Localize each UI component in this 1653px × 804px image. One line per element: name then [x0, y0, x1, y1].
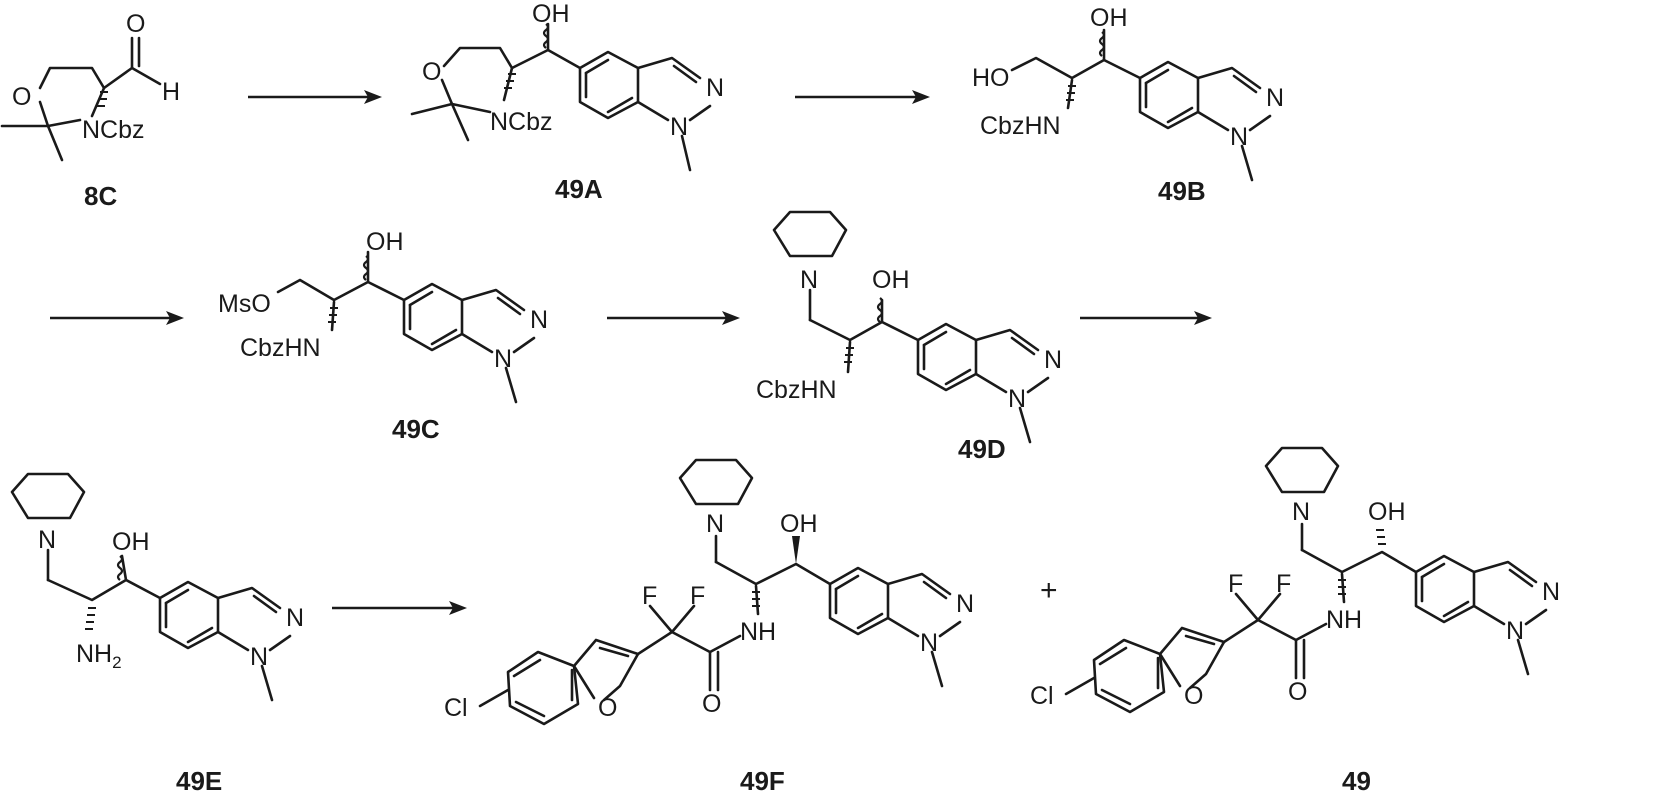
49E-N2: N	[286, 604, 304, 632]
49F-furan-oxygen: O	[598, 694, 617, 722]
49D-pyrrolidine-N: N	[800, 266, 818, 294]
label-49: 49	[1342, 766, 1371, 796]
49D-CbzHN: CbzHN	[756, 376, 837, 404]
label-8C: 8C	[84, 181, 117, 211]
49B-CbzHN: CbzHN	[980, 112, 1061, 140]
reaction-arrow-6	[332, 601, 467, 615]
49D-N2: N	[1044, 346, 1062, 374]
49E-wavy-bond	[118, 556, 122, 580]
49-N1: N	[1506, 617, 1524, 645]
49C-CbzHN: CbzHN	[240, 334, 321, 362]
compound-49A: OH O NCbz N N 49A	[412, 0, 724, 204]
reaction-arrow-3	[50, 311, 184, 325]
49F-N2: N	[956, 590, 974, 618]
49A-N1: N	[670, 113, 688, 141]
49A-NCbz: NCbz	[490, 108, 553, 136]
49F-hydroxyl: OH	[780, 510, 818, 538]
reaction-arrow-5	[1080, 311, 1212, 325]
49B-hydroxyl: OH	[1090, 4, 1128, 32]
49D-hydroxyl: OH	[872, 266, 910, 294]
49-hydroxyl: OH	[1368, 498, 1406, 526]
compound-8C: O O H NCbz 8C	[2, 10, 180, 211]
8C-oxygen: O	[12, 83, 31, 111]
8C-aldehyde-hydrogen: H	[162, 78, 180, 106]
49C-hydroxyl: OH	[366, 228, 404, 256]
label-49F: 49F	[740, 766, 785, 796]
49C-N1: N	[494, 345, 512, 373]
49C-MsO: MsO	[218, 290, 271, 318]
label-49B: 49B	[1158, 176, 1206, 206]
49A-oxygen: O	[422, 58, 441, 86]
49F-NH: NH	[740, 618, 776, 646]
49D-N1: N	[1008, 385, 1026, 413]
label-49E: 49E	[176, 766, 222, 796]
49B-N1: N	[1230, 123, 1248, 151]
49-carbonyl-oxygen: O	[1288, 678, 1307, 706]
49F-N1: N	[920, 629, 938, 657]
compound-49F: N OH NH N N F F O O Cl 49F	[444, 460, 974, 796]
49B-N2: N	[1266, 84, 1284, 112]
compound-49E: N OH NH2 N N 49E	[12, 474, 304, 796]
49-N2: N	[1542, 578, 1560, 606]
49A-N2: N	[706, 74, 724, 102]
49F-carbonyl-oxygen: O	[702, 690, 721, 718]
49-fluorine-1: F	[1228, 570, 1243, 598]
49E-hydroxyl: OH	[112, 528, 150, 556]
label-49D: 49D	[958, 434, 1006, 464]
compound-49D: N OH CbzHN N N 49D	[756, 212, 1062, 464]
8C-aldehyde-oxygen: O	[126, 10, 145, 38]
49-furan-oxygen: O	[1184, 682, 1203, 710]
reaction-arrow-4	[607, 311, 740, 325]
49E-pyrrolidine-N: N	[38, 526, 56, 554]
label-49C: 49C	[392, 414, 440, 444]
49-NH: NH	[1326, 606, 1362, 634]
49C-N2: N	[530, 306, 548, 334]
49-pyrrolidine-N: N	[1292, 498, 1310, 526]
49F-fluorine-1: F	[642, 582, 657, 610]
compound-49B: OH HO CbzHN N N 49B	[972, 4, 1284, 206]
reaction-arrow-1	[248, 90, 382, 104]
label-49A: 49A	[555, 174, 603, 204]
49A-hydroxyl: OH	[532, 0, 570, 28]
49-chlorine: Cl	[1030, 682, 1054, 710]
compound-49C: OH MsO CbzHN N N 49C	[218, 228, 548, 444]
49F-fluorine-2: F	[690, 582, 705, 610]
reaction-arrow-2	[795, 90, 930, 104]
8C-NCbz: NCbz	[82, 116, 145, 144]
49B-primary-hydroxyl: HO	[972, 64, 1010, 92]
49-fluorine-2: F	[1276, 570, 1291, 598]
plus-sign: +	[1040, 574, 1058, 607]
49E-N1: N	[250, 643, 268, 671]
49E-amine: NH2	[76, 640, 122, 672]
49F-pyrrolidine-N: N	[706, 510, 724, 538]
compound-49: N OH NH N N F F O O Cl 49	[1030, 448, 1560, 796]
49F-chlorine: Cl	[444, 694, 468, 722]
